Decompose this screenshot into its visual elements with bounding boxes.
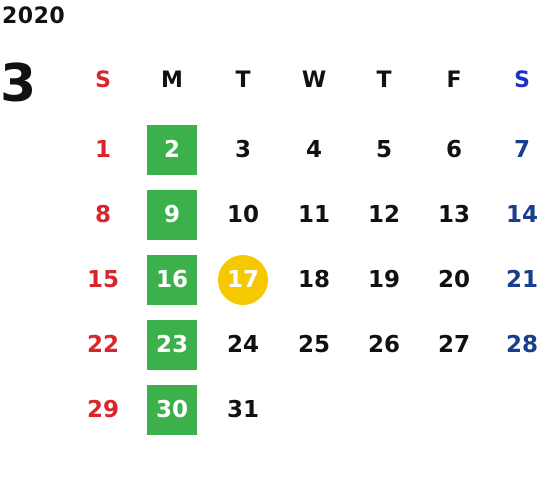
day-cell[interactable]: 8 [94, 202, 111, 228]
day-cell[interactable]: 5 [375, 137, 392, 163]
day-cell[interactable]: 7 [513, 137, 530, 163]
day-cell[interactable]: 21 [505, 267, 538, 293]
day-cell[interactable]: 25 [297, 332, 330, 358]
day-cell[interactable]: 6 [445, 137, 462, 163]
day-cell[interactable]: 19 [367, 267, 400, 293]
header-sunday: S [95, 68, 111, 93]
header-thursday: T [376, 68, 392, 93]
year-label: 2020 [2, 4, 66, 29]
day-cell[interactable]: 1 [94, 137, 111, 163]
day-cell[interactable]: 23 [147, 320, 197, 370]
header-tuesday: T [235, 68, 251, 93]
day-cell[interactable]: 27 [437, 332, 470, 358]
day-cell[interactable]: 12 [367, 202, 400, 228]
day-cell[interactable]: 20 [437, 267, 470, 293]
day-cell[interactable]: 31 [226, 397, 259, 423]
day-cell[interactable]: 16 [147, 255, 197, 305]
day-cell[interactable]: 15 [86, 267, 119, 293]
day-cell[interactable]: 10 [226, 202, 259, 228]
day-cell[interactable]: 11 [297, 202, 330, 228]
day-cell[interactable]: 13 [437, 202, 470, 228]
day-cell[interactable]: 3 [234, 137, 251, 163]
header-friday: F [446, 68, 462, 93]
day-cell[interactable]: 4 [305, 137, 322, 163]
day-cell[interactable]: 26 [367, 332, 400, 358]
day-cell-today[interactable]: 17 [218, 255, 268, 305]
day-cell[interactable]: 30 [147, 385, 197, 435]
day-cell[interactable]: 28 [505, 332, 538, 358]
month-number: 3 [0, 54, 37, 114]
day-cell[interactable]: 22 [86, 332, 119, 358]
header-wednesday: W [301, 68, 327, 93]
day-cell[interactable]: 9 [147, 190, 197, 240]
day-cell[interactable]: 2 [147, 125, 197, 175]
day-cell[interactable]: 14 [505, 202, 538, 228]
day-cell[interactable]: 18 [297, 267, 330, 293]
day-cell[interactable]: 24 [226, 332, 259, 358]
header-monday: M [161, 68, 183, 93]
header-saturday: S [514, 68, 530, 93]
day-cell[interactable]: 29 [86, 397, 119, 423]
